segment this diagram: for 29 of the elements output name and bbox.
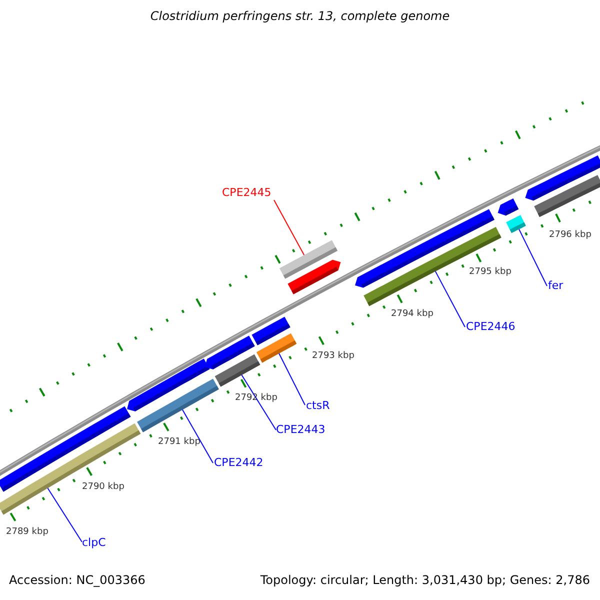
gene-bar [0,423,141,515]
gene-label: CPE2446 [466,321,516,334]
scale-label: 2795 kbp [469,267,512,278]
gene-label: clpC [82,537,106,550]
gene-label: ctsR [306,400,330,413]
gene-bar [214,354,260,387]
leader-line [47,488,82,542]
scale-label: 2791 kbp [158,437,200,448]
diagram-title: Clostridium perfringens str. 13, complete genome [149,10,451,24]
scale-label: 2793 kbp [312,351,354,362]
scale-label: 2794 kbp [391,309,434,320]
scale-label: 2792 kbp [235,393,278,404]
accession-text: Accession: NC_003366 [9,574,146,588]
gene-bar [256,333,297,363]
scale-label: 2790 kbp [82,482,124,492]
gene-label: CPE2442 [214,457,264,470]
leader-line [182,409,214,464]
leader-line [241,374,276,430]
gene-label: CPE2445 [222,187,272,200]
gene-label: CPE2443 [276,424,326,437]
leader-line [434,270,466,328]
scale-label: 2789 kbp [6,527,48,538]
gene-bar [137,378,219,432]
leader-line [274,200,305,256]
gene-label: fer [548,280,564,293]
leader-line [518,228,548,286]
gene-bar [506,215,526,233]
genome-summary-text: Topology: circular; Length: 3,031,430 bp; Genes: 2,786 [260,574,590,588]
scale-label: 2796 kbp [549,230,592,240]
